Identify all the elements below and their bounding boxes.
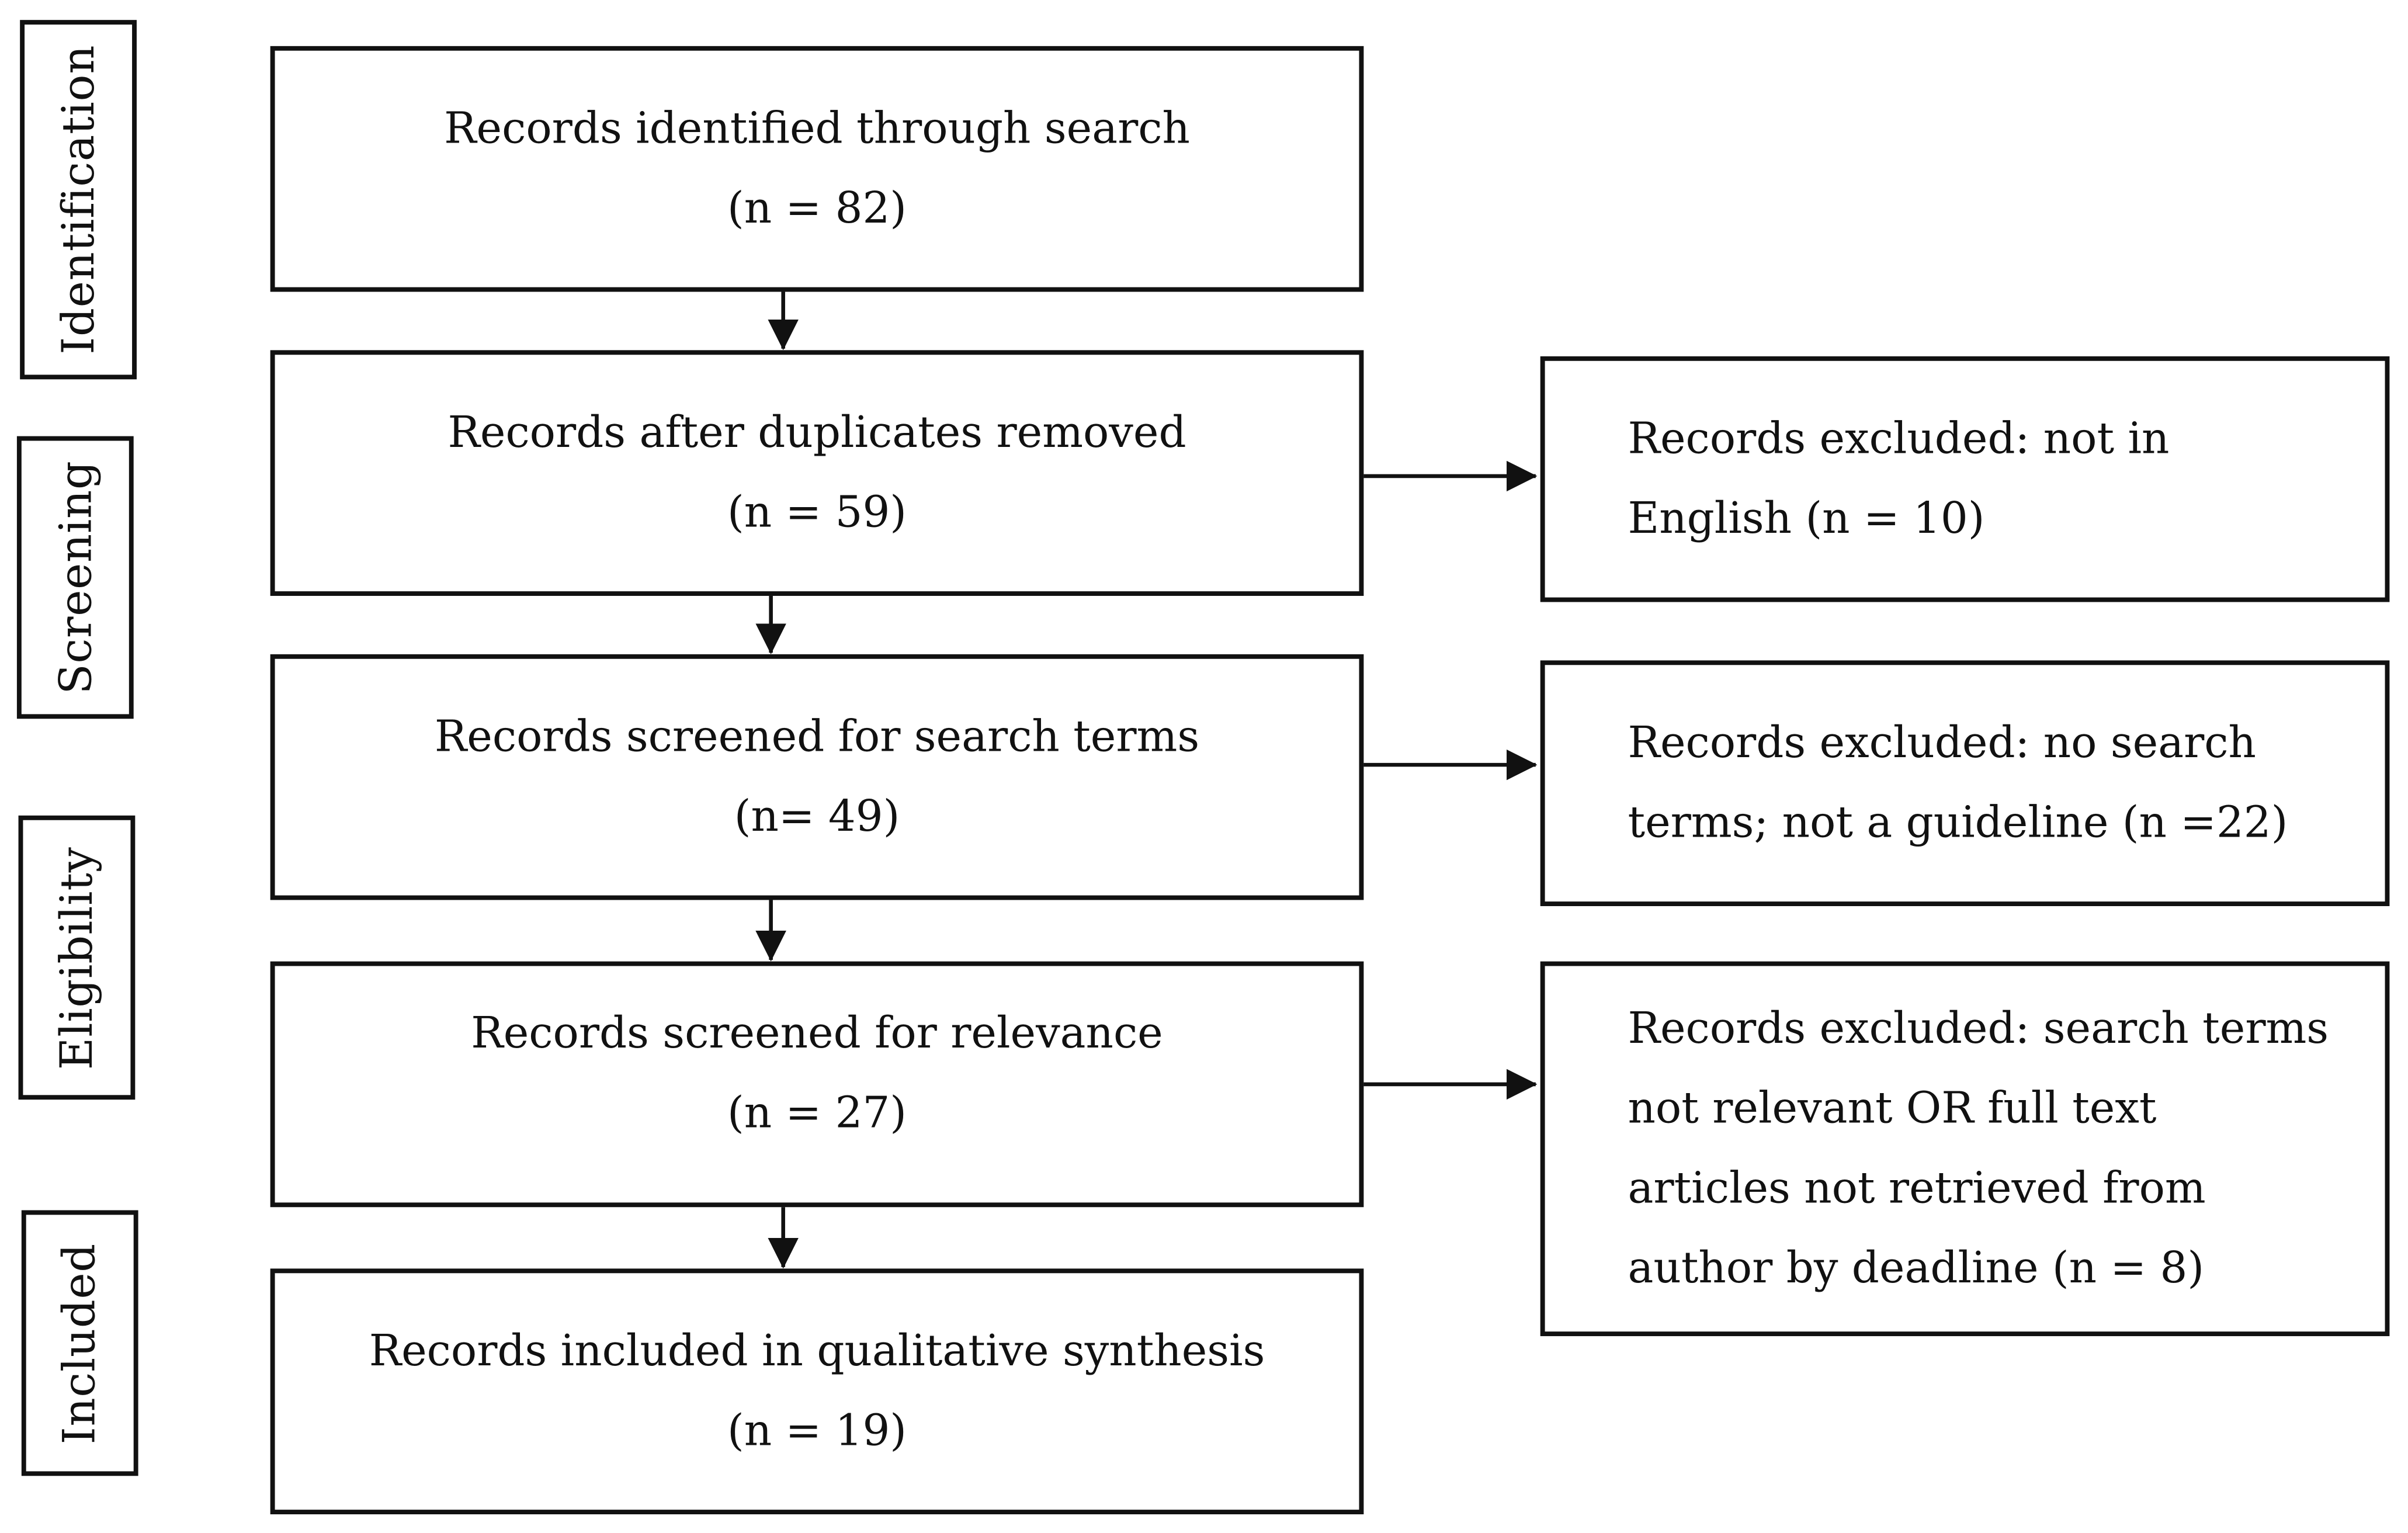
box-count: (n = 19) — [727, 1405, 907, 1456]
records-deduplicated-box: Records after duplicates removed (n = 59… — [270, 350, 1364, 596]
records-identified-box: Records identified through search (n = 8… — [270, 46, 1364, 292]
stage-identification: Identification — [20, 20, 137, 380]
box-count: (n = 59) — [727, 487, 907, 538]
box-title: Records included in qualitative synthesi… — [369, 1325, 1265, 1376]
excluded-terms-box: Records excluded: no search terms; not a… — [1540, 660, 2390, 906]
records-screened-terms-box: Records screened for search terms (n= 49… — [270, 654, 1364, 900]
excluded-text: Records excluded: search terms not relev… — [1628, 1003, 2329, 1293]
stage-eligibility: Eligibility — [18, 815, 136, 1100]
excluded-text: Records excluded: not in English (n = 10… — [1628, 413, 2170, 544]
stage-screening: Screening — [16, 436, 134, 719]
box-title: Records after duplicates removed — [447, 407, 1186, 458]
records-included-box: Records included in qualitative synthesi… — [270, 1268, 1364, 1514]
box-count: (n = 27) — [727, 1087, 907, 1138]
box-count: (n = 82) — [727, 182, 907, 234]
excluded-language-box: Records excluded: not in English (n = 10… — [1540, 356, 2390, 602]
excluded-text: Records excluded: no search terms; not a… — [1628, 717, 2288, 848]
stage-included: Included — [21, 1210, 138, 1476]
box-title: Records screened for search terms — [434, 711, 1200, 762]
box-title: Records identified through search — [444, 103, 1190, 154]
box-title: Records screened for relevance — [471, 1007, 1163, 1059]
box-count: (n= 49) — [734, 790, 900, 842]
excluded-relevance-box: Records excluded: search terms not relev… — [1540, 961, 2390, 1337]
records-screened-relevance-box: Records screened for relevance (n = 27) — [270, 961, 1364, 1208]
